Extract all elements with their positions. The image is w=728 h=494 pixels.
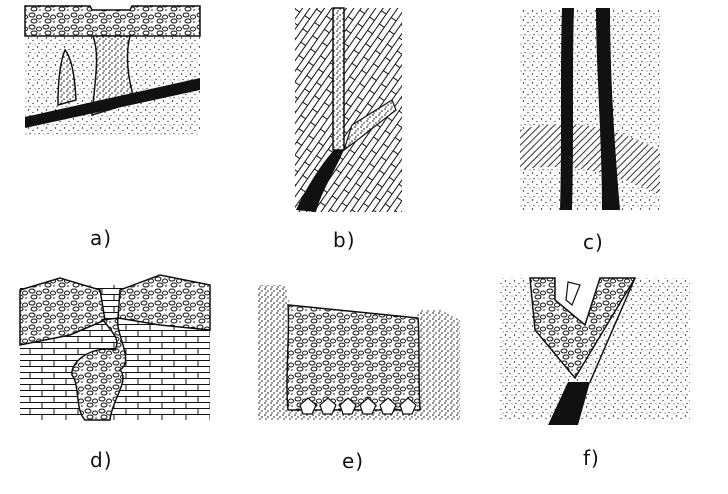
figure-e-illustration [258,285,460,420]
figure-c-label: c) [583,230,604,254]
figure-d-label: d) [90,448,113,472]
figure-b-illustration [295,7,402,212]
figure-a-label: a) [90,226,113,250]
figure-a-illustration [24,5,201,135]
figure-f-illustration [500,277,690,425]
figure-b-label: b) [333,228,356,252]
figure-f-label: f) [583,446,600,470]
figure-d-illustration [19,274,211,421]
figure-e-label: e) [342,449,365,473]
figure-c-illustration [520,8,660,210]
